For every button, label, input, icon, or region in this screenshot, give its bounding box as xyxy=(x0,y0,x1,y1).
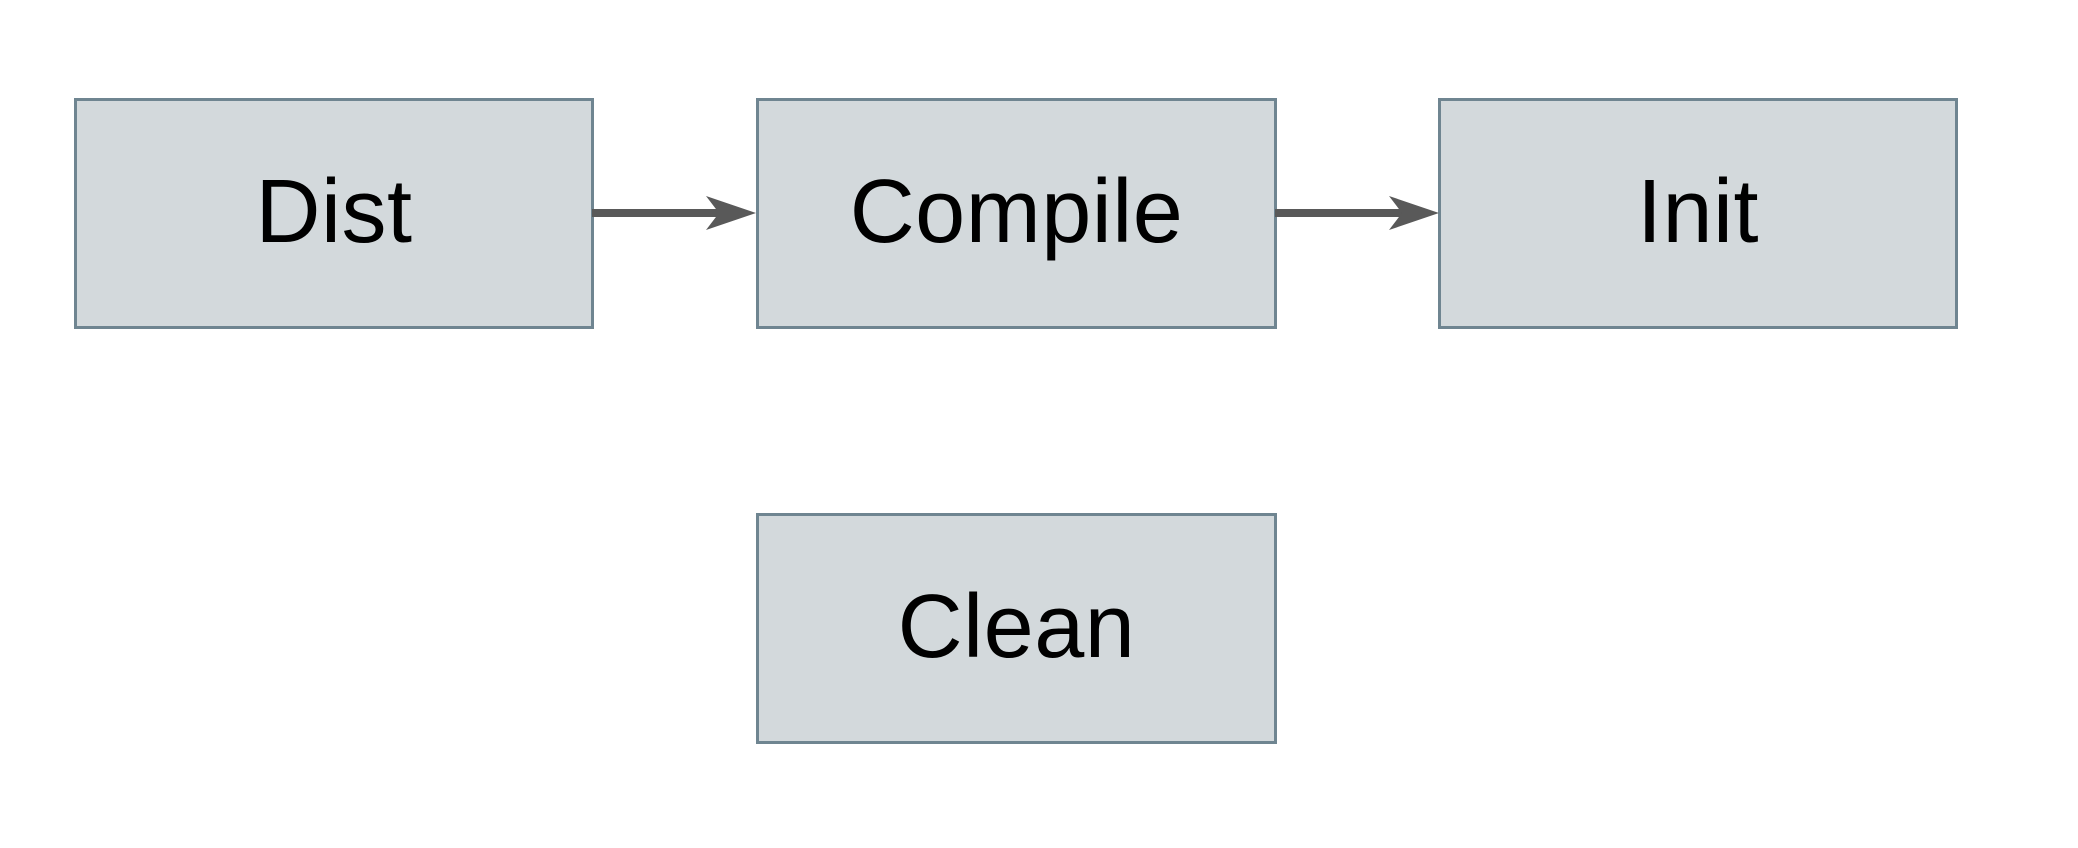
edge-arrow-dist-to-compile xyxy=(592,196,756,230)
node-clean: Clean xyxy=(756,513,1277,744)
node-dist-label: Dist xyxy=(255,161,413,262)
node-compile: Compile xyxy=(756,98,1277,329)
node-compile-label: Compile xyxy=(849,161,1184,262)
node-init-label: Init xyxy=(1636,161,1760,262)
arrowhead-icon xyxy=(1389,196,1439,230)
arrow-shaft xyxy=(592,209,724,217)
edge-arrow-compile-to-init xyxy=(1275,196,1439,230)
node-init: Init xyxy=(1438,98,1958,329)
arrow-shaft xyxy=(1275,209,1407,217)
node-clean-label: Clean xyxy=(897,576,1136,677)
node-dist: Dist xyxy=(74,98,594,329)
arrowhead-icon xyxy=(706,196,756,230)
